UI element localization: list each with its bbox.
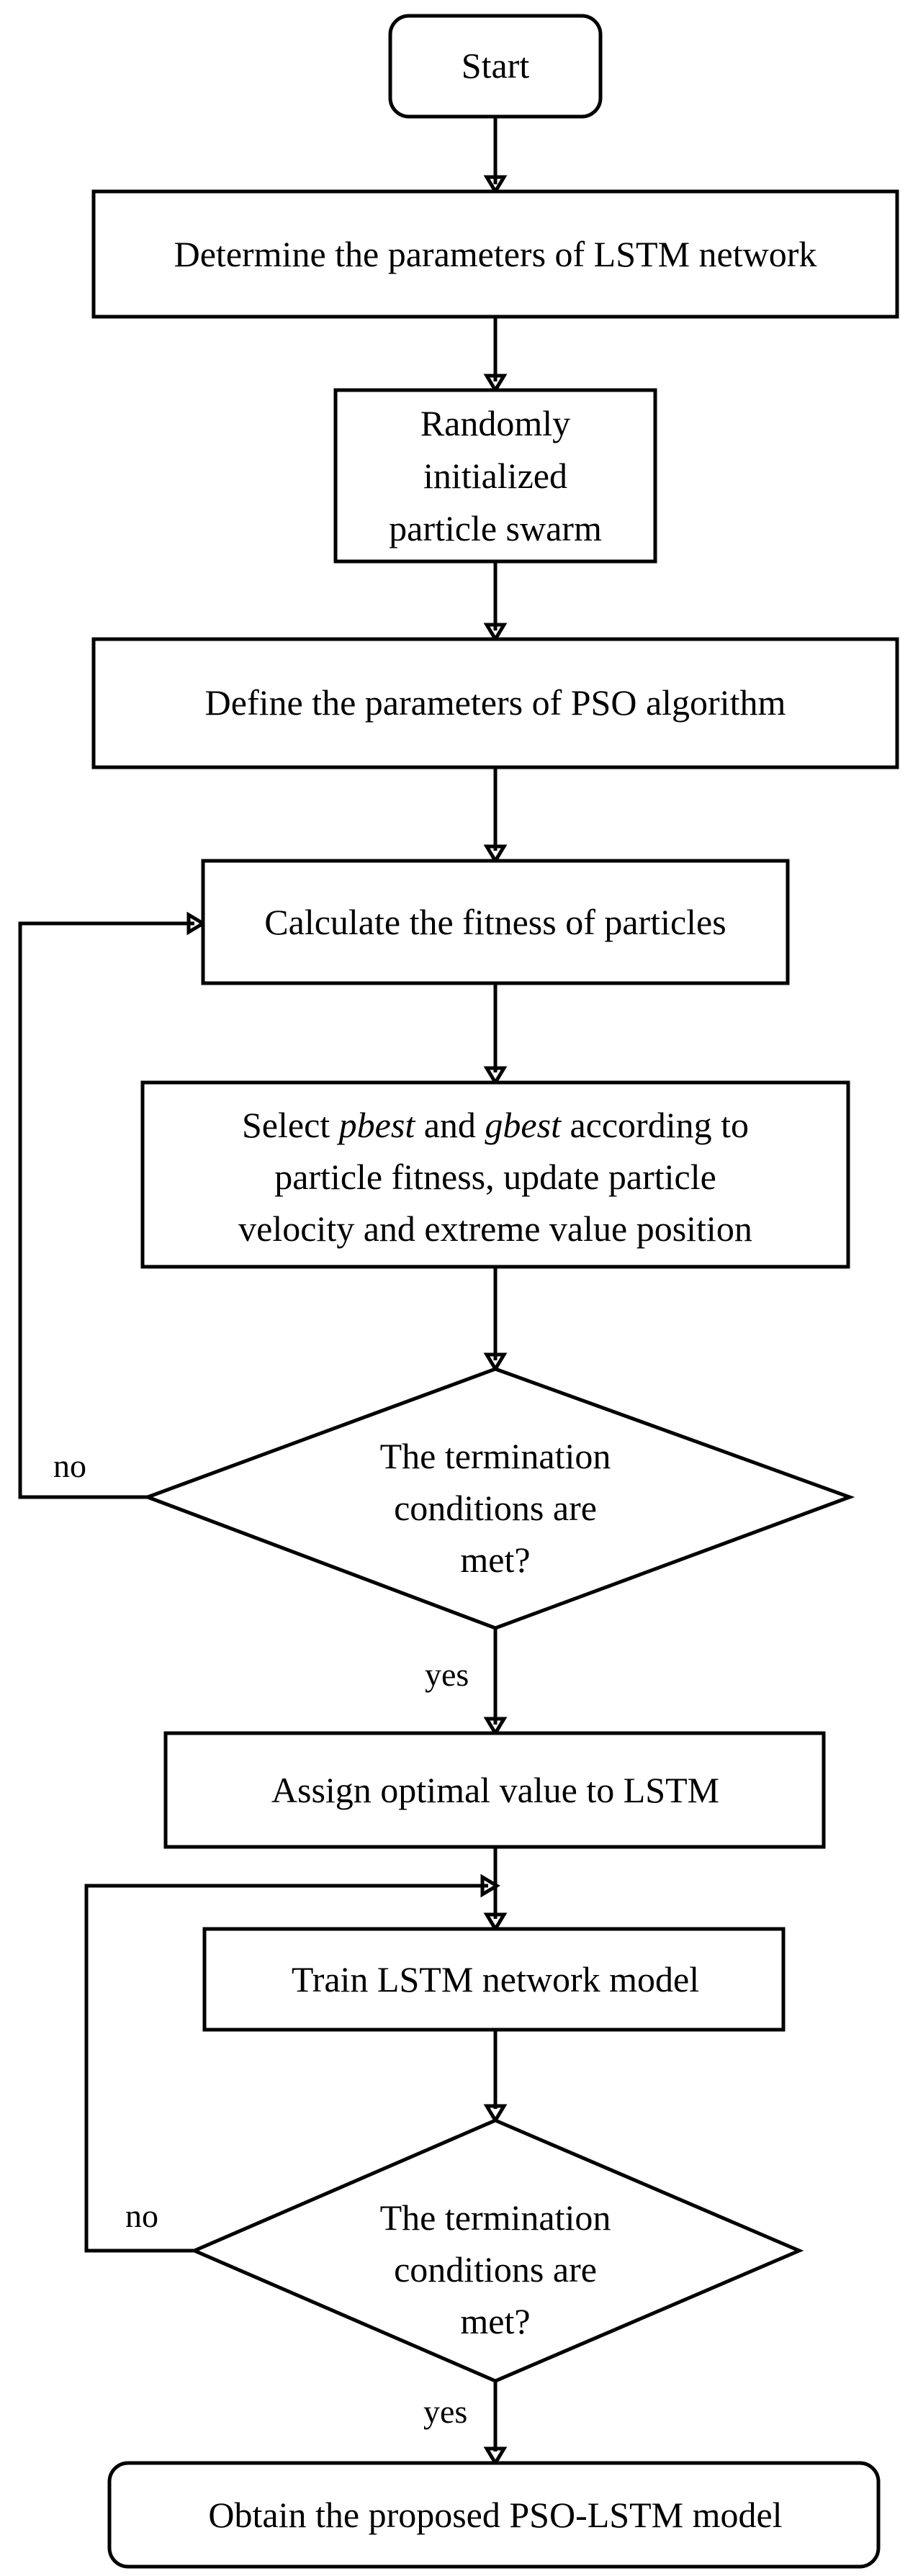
init-swarm-line-1: Randomly (420, 403, 570, 443)
define-pso-params-label: Define the parameters of PSO algorithm (205, 682, 786, 723)
arrow-head (186, 911, 207, 936)
decision-2-line-1: The termination (380, 2197, 611, 2238)
decision-1-no-label: no (53, 1447, 86, 1484)
decision-1-line-2: conditions are (394, 1488, 597, 1528)
init-swarm-node: Randomly initialized particle swarm (333, 388, 657, 564)
edge-decision1-no-loop (18, 921, 194, 1499)
calc-fitness-node: Calculate the fitness of particles (201, 859, 790, 985)
arrow-head (483, 623, 508, 643)
arrow-head (483, 1912, 508, 1933)
arrow-head (480, 1874, 500, 1898)
decision-1-node: The termination conditions are met? (142, 1367, 855, 1630)
arrow-head (483, 1352, 508, 1373)
arrow-head (483, 175, 508, 195)
decision-2-node: The termination conditions are met? (189, 2118, 804, 2383)
end-node: Obtain the proposed PSO-LSTM model (107, 2461, 881, 2569)
select-update-node: Select pbest and gbest according to part… (140, 1080, 850, 1269)
arrow-head (483, 2446, 508, 2467)
gbest-term: gbest (485, 1105, 562, 1145)
decision-1-line-1: The termination (380, 1436, 611, 1476)
arrow-head (483, 2104, 508, 2124)
init-swarm-line-3: particle swarm (389, 508, 602, 548)
train-lstm-label: Train LSTM network model (292, 1959, 699, 1999)
arrow-head (483, 1717, 508, 1737)
determine-lstm-params-label: Determine the parameters of LSTM network (174, 234, 817, 274)
determine-lstm-params-node: Determine the parameters of LSTM network (91, 189, 899, 319)
arrow-head (483, 374, 508, 394)
end-label: Obtain the proposed PSO-LSTM model (208, 2495, 782, 2535)
train-lstm-node: Train LSTM network model (202, 1927, 786, 2032)
select-update-line-3: velocity and extreme value position (238, 1208, 752, 1249)
decision-2-line-3: met? (460, 2301, 530, 2341)
edge-decision2-no-loop (84, 1884, 488, 2253)
calc-fitness-label: Calculate the fitness of particles (264, 902, 726, 942)
decision-2-yes-label: yes (423, 2393, 467, 2430)
select-update-line-1: Select pbest and gbest according to (242, 1105, 749, 1145)
define-pso-params-node: Define the parameters of PSO algorithm (91, 637, 899, 769)
select-update-line-1-mid: and (415, 1105, 485, 1145)
decision-1-yes-label: yes (425, 1656, 469, 1693)
arrow-head (483, 1066, 508, 1086)
assign-optimal-node: Assign optimal value to LSTM (163, 1731, 826, 1849)
select-update-line-1-post: according to (561, 1105, 749, 1145)
assign-optimal-label: Assign optimal value to LSTM (271, 1770, 719, 1810)
select-update-line-2: particle fitness, update particle (274, 1157, 716, 1197)
init-swarm-line-2: initialized (423, 456, 567, 496)
start-node: Start (388, 14, 603, 119)
select-update-line-1-pre: Select (242, 1105, 339, 1145)
decision-1-line-3: met? (460, 1540, 530, 1580)
pbest-term: pbest (337, 1105, 416, 1145)
start-label: Start (462, 45, 530, 86)
connectors (18, 117, 508, 2467)
decision-2-line-2: conditions are (394, 2249, 597, 2290)
decision-2-no-label: no (125, 2197, 158, 2234)
arrow-head (483, 844, 508, 864)
